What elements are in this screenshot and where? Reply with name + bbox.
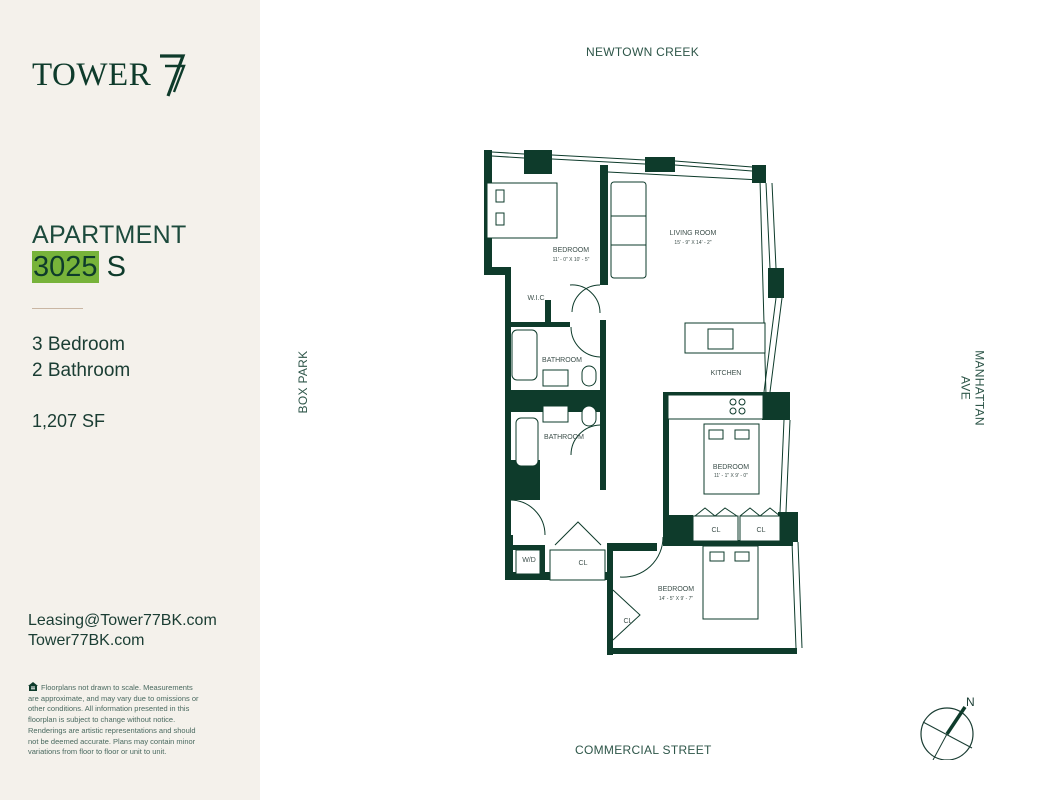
equal-housing-icon bbox=[28, 682, 38, 691]
room-closet-3-label: CL bbox=[579, 560, 588, 567]
disclaimer: Floorplans not drawn to scale. Measureme… bbox=[28, 682, 203, 758]
divider bbox=[32, 308, 83, 309]
room-washer-dryer-label: W/D bbox=[522, 557, 536, 564]
room-bathroom-2-label: BATHROOM bbox=[544, 434, 584, 441]
room-bedroom-2-dims: 11' - 1" X 9' - 0" bbox=[714, 473, 748, 479]
room-closet-4-label: CL bbox=[624, 618, 633, 625]
tower77-logo: TOWER bbox=[32, 54, 187, 98]
room-bathroom-1-label: BATHROOM bbox=[542, 357, 582, 364]
logo-text: TOWER bbox=[32, 57, 152, 93]
apartment-number: 3025 S bbox=[32, 251, 126, 284]
square-footage: 1,207 SF bbox=[32, 411, 106, 431]
bedroom-count: 3 Bedroom bbox=[32, 334, 125, 355]
walls bbox=[484, 150, 798, 655]
door-swings bbox=[509, 284, 781, 641]
north-compass-icon: N bbox=[920, 696, 975, 760]
disclaimer-text: Floorplans not drawn to scale. Measureme… bbox=[28, 683, 199, 757]
room-bedroom-2-label: BEDROOM bbox=[713, 464, 749, 471]
street-north: NEWTOWN CREEK bbox=[586, 45, 700, 59]
logo-77-mark-icon bbox=[160, 54, 186, 97]
room-bedroom-3-label: BEDROOM bbox=[658, 586, 694, 593]
room-labels: BEDROOM 11' - 0" X 10' - 5" LIVING ROOM … bbox=[522, 230, 765, 625]
apartment-label: APARTMENT bbox=[32, 221, 187, 249]
room-living-label: LIVING ROOM bbox=[670, 230, 717, 237]
room-bedroom-1-label: BEDROOM bbox=[553, 247, 589, 254]
room-wic-label: W.I.C bbox=[527, 295, 544, 302]
room-living-dims: 15' - 9" X 14' - 2" bbox=[674, 240, 711, 246]
bathroom-count: 2 Bathroom bbox=[32, 360, 131, 381]
furniture bbox=[486, 181, 781, 620]
room-kitchen-label: KITCHEN bbox=[711, 370, 742, 377]
apartment-suffix: S bbox=[106, 251, 126, 283]
apartment-number-highlight: 3025 bbox=[32, 251, 99, 283]
website-link[interactable]: Tower77BK.com bbox=[28, 632, 145, 649]
street-west: BOX PARK bbox=[296, 350, 310, 414]
floor-plan: BEDROOM 11' - 0" X 10' - 5" LIVING ROOM … bbox=[484, 150, 803, 655]
room-closet-2-label: CL bbox=[757, 527, 766, 534]
street-south: COMMERCIAL STREET bbox=[575, 743, 712, 757]
room-bedroom-1-dims: 11' - 0" X 10' - 5" bbox=[553, 257, 590, 263]
street-east: MANHATTAN AVE bbox=[958, 350, 987, 426]
compass-north-label: N bbox=[966, 696, 975, 709]
room-bedroom-3-dims: 14' - 5" X 9' - 7" bbox=[659, 596, 694, 602]
sidebar: TOWER APARTMENT 3025 S 3 Bedroom 2 Bathr… bbox=[0, 0, 260, 800]
leasing-email-link[interactable]: Leasing@Tower77BK.com bbox=[28, 612, 217, 629]
room-closet-1-label: CL bbox=[712, 527, 721, 534]
